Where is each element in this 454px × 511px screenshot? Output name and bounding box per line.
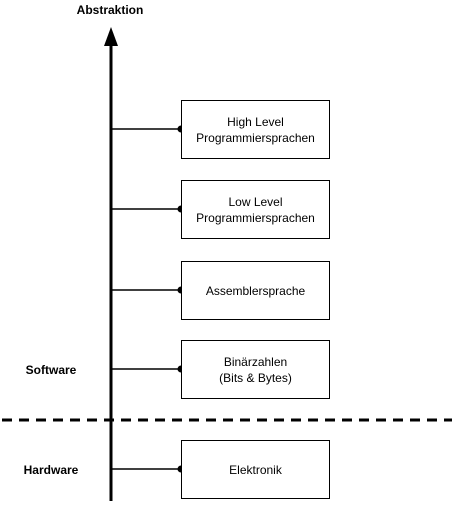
- level-box-binary: Binärzahlen (Bits & Bytes): [181, 340, 330, 399]
- level-box-high-level: High Level Programmiersprachen: [181, 100, 330, 159]
- axis-title: Abstraktion: [76, 3, 144, 17]
- level-label-low-level: Low Level Programmiersprachen: [196, 194, 315, 225]
- connector-assembler: [112, 286, 185, 294]
- level-label-binary: Binärzahlen (Bits & Bytes): [219, 354, 292, 385]
- connector-low-level: [112, 205, 185, 213]
- level-box-low-level: Low Level Programmiersprachen: [181, 180, 330, 239]
- software-label: Software: [25, 363, 77, 377]
- axis-arrowhead-icon: [104, 27, 118, 46]
- level-label-electronics: Elektronik: [229, 462, 282, 477]
- hardware-label: Hardware: [23, 463, 79, 477]
- level-label-high-level: High Level Programmiersprachen: [196, 114, 315, 145]
- connector-high-level: [112, 125, 185, 133]
- level-box-electronics: Elektronik: [181, 440, 330, 499]
- connector-binary: [112, 365, 185, 373]
- connector-electronics: [112, 465, 185, 473]
- level-label-assembler: Assemblersprache: [205, 283, 306, 298]
- level-box-assembler: Assemblersprache: [181, 261, 330, 320]
